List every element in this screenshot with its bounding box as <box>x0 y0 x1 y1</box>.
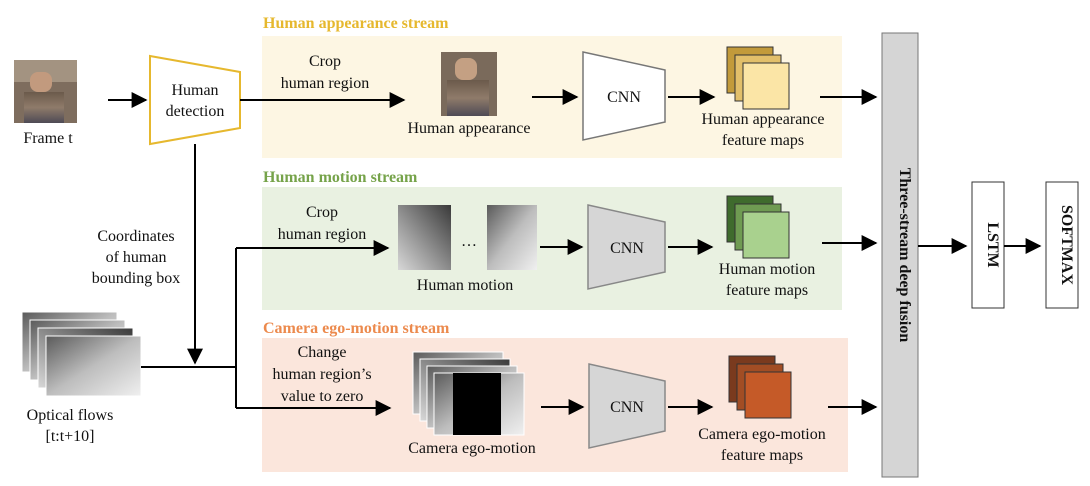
motion-feature-maps <box>726 195 790 259</box>
motion-stream-title: Human motion stream <box>263 169 418 186</box>
motion-crop-label-line1: Crop <box>306 204 338 221</box>
detector-label-line1: Human <box>171 82 218 99</box>
camera-ego-motion-images <box>412 351 525 436</box>
motion-ellipsis: … <box>461 233 477 250</box>
appearance-cnn-label: CNN <box>607 89 641 106</box>
flows-label-line1: Optical flows <box>27 407 114 424</box>
fusion-bar <box>881 32 919 478</box>
appearance-stream-title: Human appearance stream <box>263 15 449 32</box>
detector-label-line2: detection <box>166 103 225 120</box>
human-appearance-image <box>441 52 497 116</box>
frame-image <box>14 60 77 123</box>
motion-cnn <box>587 204 666 290</box>
ego-cnn-label: CNN <box>610 399 644 416</box>
ego-stream-title: Camera ego-motion stream <box>263 320 450 337</box>
flows-label-line2: [t:t+10] <box>45 428 94 445</box>
ego-change-label-line2: human region’s <box>272 366 371 383</box>
ego-change-label-line3: value to zero <box>281 388 364 405</box>
motion-cnn-label: CNN <box>610 240 644 257</box>
ego-maps-label-line2: feature maps <box>721 447 803 464</box>
motion-maps-label-line1: Human motion <box>719 261 815 278</box>
motion-crop-label-line2: human region <box>278 226 366 243</box>
ego-feature-maps <box>728 355 792 419</box>
camera-ego-motion-label: Camera ego-motion <box>408 440 536 457</box>
appearance-maps-label-line2: feature maps <box>722 132 804 149</box>
ego-cnn <box>588 363 666 449</box>
lstm-label: LSTM <box>984 222 1001 267</box>
coords-label-line1: Coordinates <box>97 228 174 245</box>
motion-maps-label-line2: feature maps <box>726 282 808 299</box>
appearance-cnn <box>582 51 666 141</box>
appearance-crop-label-line1: Crop <box>309 53 341 70</box>
ego-change-label-line1: Change <box>298 344 347 361</box>
human-motion-images <box>398 205 537 270</box>
human-detection-box <box>149 54 241 146</box>
human-appearance-label: Human appearance <box>407 120 530 137</box>
coords-label-line3: bounding box <box>92 270 180 287</box>
frame-label: Frame t <box>23 130 73 147</box>
appearance-maps-label-line1: Human appearance <box>701 111 824 128</box>
appearance-feature-maps <box>726 46 790 110</box>
optical-flows-image <box>21 311 142 397</box>
softmax-label: SOFTMAX <box>1058 205 1075 285</box>
softmax-box <box>1045 181 1079 309</box>
human-motion-label: Human motion <box>417 277 513 294</box>
appearance-crop-label-line2: human region <box>281 75 369 92</box>
coords-label-line2: of human <box>106 249 167 266</box>
fusion-label: Three-stream deep fusion <box>896 168 913 343</box>
ego-maps-label-line1: Camera ego-motion <box>698 426 826 443</box>
